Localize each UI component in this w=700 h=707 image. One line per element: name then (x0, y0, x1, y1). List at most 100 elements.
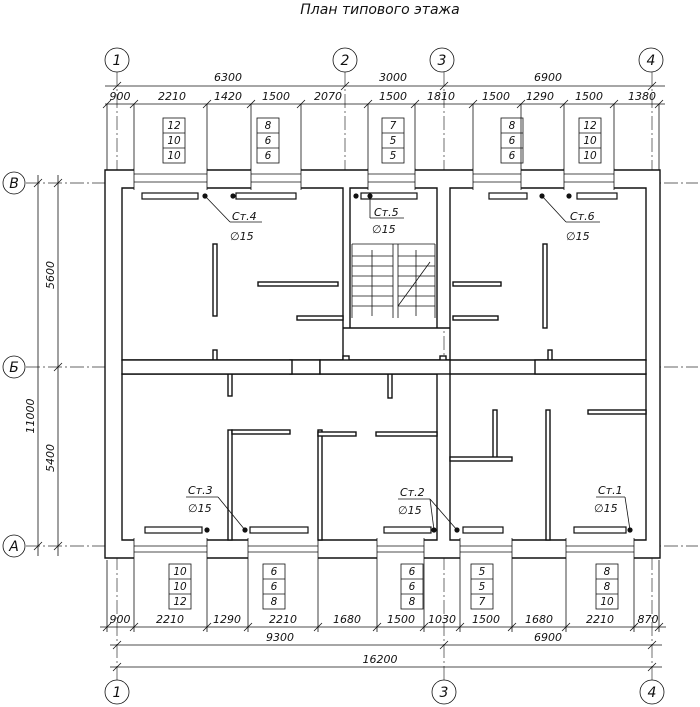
dim-label: 900 (110, 613, 131, 626)
window-number: 5 (479, 581, 486, 593)
drawing-title: План типового этажа (300, 2, 459, 18)
svg-text:∅15: ∅15 (230, 230, 254, 243)
riser-st5: Ст.5 ∅15 (369, 196, 404, 236)
dim-label: 11000 (24, 399, 37, 434)
svg-text:Ст.5: Ст.5 (374, 206, 399, 219)
dim-label: 5400 (44, 444, 57, 472)
window-number: 8 (604, 581, 611, 593)
dim-label: 1420 (214, 90, 242, 103)
window-number: 6 (509, 135, 516, 147)
window-number: 10 (600, 596, 614, 608)
riser-st4: Ст.4 ∅15 (204, 195, 262, 243)
dim-label: 1680 (333, 613, 361, 626)
svg-text:Ст.2: Ст.2 (400, 486, 425, 499)
dim-label: 1500 (472, 613, 500, 626)
dim-label: 2210 (158, 90, 186, 103)
svg-text:Ст.6: Ст.6 (570, 210, 595, 223)
dim-label: 1680 (525, 613, 553, 626)
axis-label: 3 (438, 53, 447, 69)
building-walls (104, 168, 661, 560)
riser-st1: Ст.1 ∅15 (594, 484, 631, 531)
window-number: 12 (167, 120, 181, 132)
window-number: 12 (173, 596, 187, 608)
dim-label: 1030 (428, 613, 456, 626)
top-dimension-chains: 6300 3000 6900 900 2210 1420 1500 2070 1… (102, 71, 665, 170)
window-number-box: 6 6 8 (400, 563, 424, 610)
axis-markers-left: В Б А (2, 171, 26, 558)
axis-markers-bottom: 1 3 4 (104, 679, 665, 705)
dim-label: 1380 (628, 90, 656, 103)
dim-label: 5600 (44, 261, 57, 289)
axis-label: 3 (440, 685, 449, 701)
dim-label: 16200 (363, 653, 398, 666)
window-number: 8 (265, 120, 272, 132)
window-number: 6 (409, 581, 416, 593)
svg-text:∅15: ∅15 (594, 502, 618, 515)
dim-label: 6300 (214, 71, 242, 84)
svg-text:∅15: ∅15 (372, 223, 396, 236)
axis-label: 4 (647, 53, 656, 69)
window-number: 7 (479, 596, 486, 608)
dim-label: 3000 (379, 71, 407, 84)
window-number-box: 12 10 10 (578, 117, 602, 164)
riser-labels: Ст.4 ∅15 Ст.5 ∅15 Ст.6 ∅15 Ст.3 ∅15 Ст.2… (186, 195, 631, 531)
svg-text:∅15: ∅15 (188, 502, 212, 515)
window-number: 5 (390, 150, 397, 162)
axis-label: 4 (648, 685, 657, 701)
dim-label: 2210 (269, 613, 297, 626)
window-number-box: 755 (381, 117, 405, 164)
window-number-box: 8 6 6 (500, 117, 524, 164)
svg-text:∅15: ∅15 (398, 504, 422, 517)
window-number: 10 (167, 135, 181, 147)
window-number-box: 866 (256, 117, 280, 164)
window-number: 5 (479, 566, 486, 578)
window-number: 10 (583, 150, 597, 162)
window-number-box: 668 (262, 563, 286, 610)
window-number: 8 (604, 566, 611, 578)
dim-label: 6900 (534, 71, 562, 84)
axis-label: Б (9, 360, 19, 376)
svg-text:Ст.4: Ст.4 (232, 210, 257, 223)
bottom-dimension-chains: 900 2210 1290 2210 1680 1500 1030 1500 1… (100, 560, 666, 672)
svg-text:Ст.1: Ст.1 (598, 484, 623, 497)
dim-label: 1500 (482, 90, 510, 103)
window-number: 8 (509, 120, 516, 132)
window-number-box: 8 8 10 (595, 563, 619, 610)
dim-label: 1290 (526, 90, 554, 103)
window-number-box: 5 5 7 (470, 563, 494, 610)
window-number: 10 (583, 135, 597, 147)
window-number: 6 (271, 581, 278, 593)
window-number: 6 (409, 566, 416, 578)
axis-label: В (9, 176, 19, 192)
window-number: 12 (583, 120, 597, 132)
dim-label: 2070 (314, 90, 342, 103)
axis-label: 2 (341, 53, 350, 69)
staircase (351, 243, 436, 318)
window-number: 5 (390, 135, 397, 147)
dim-label: 1500 (262, 90, 290, 103)
dim-label: 900 (110, 90, 131, 103)
window-number: 10 (167, 150, 181, 162)
riser-st2: Ст.2 ∅15 (398, 486, 458, 531)
window-number: 8 (271, 596, 278, 608)
dim-label: 6900 (534, 631, 562, 644)
dim-label: 870 (638, 613, 659, 626)
window-number: 10 (173, 566, 187, 578)
dim-label: 9300 (266, 631, 294, 644)
window-number: 6 (509, 150, 516, 162)
dim-label: 1810 (427, 90, 455, 103)
dim-label: 2210 (156, 613, 184, 626)
dim-label: 1500 (575, 90, 603, 103)
dim-label: 1500 (387, 613, 415, 626)
axis-label: 1 (113, 53, 122, 69)
window-number: 10 (173, 581, 187, 593)
window-number: 8 (409, 596, 416, 608)
riser-st6: Ст.6 ∅15 (541, 195, 600, 243)
axis-markers-top: 1 2 3 4 (104, 47, 664, 73)
riser-st3: Ст.3 ∅15 (186, 484, 246, 531)
axis-label: 1 (113, 685, 122, 701)
left-dimension-chains: 5600 5400 11000 (24, 175, 63, 556)
